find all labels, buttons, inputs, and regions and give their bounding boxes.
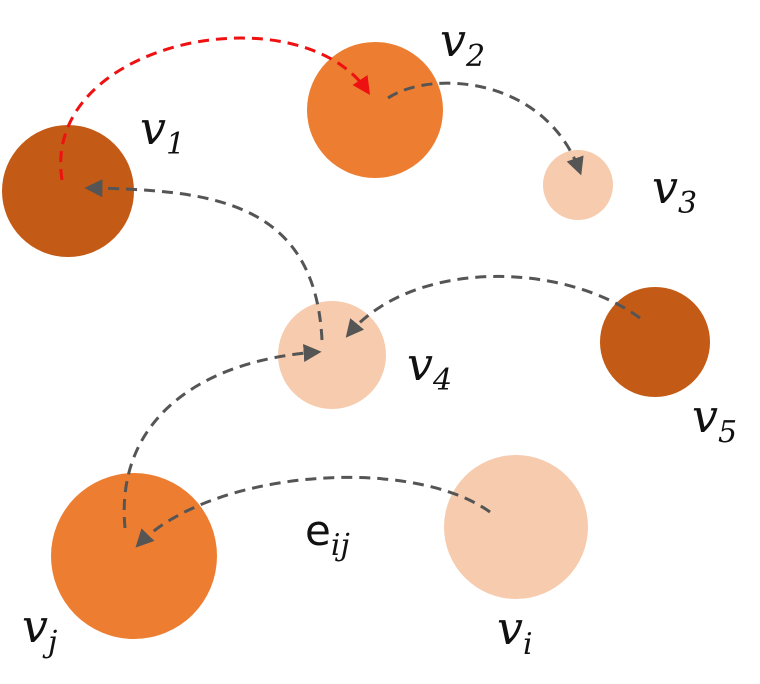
node-v2 [307,42,443,178]
edge-v5-to-v4 [345,274,641,338]
node-vi [444,455,588,599]
label-edge-eij: eij [305,506,350,563]
label-v3: v3 [652,160,697,221]
node-v1 [2,125,134,257]
label-v1: v1 [140,101,185,162]
edge-vi-to-vj [135,475,491,548]
label-v2: v2 [440,13,485,74]
edge-vj-to-v4 [122,344,322,529]
label-v4: v4 [407,337,452,398]
node-vj [51,473,217,639]
label-vi: vi [497,601,533,662]
label-vj: vj [22,599,57,660]
edge-v1-to-v2 [59,36,371,181]
edge-v4-to-v1 [84,179,324,341]
label-v5: v5 [692,389,737,450]
node-v3 [543,150,613,220]
node-v5 [600,287,710,397]
edge-v2-to-v3 [387,81,584,176]
